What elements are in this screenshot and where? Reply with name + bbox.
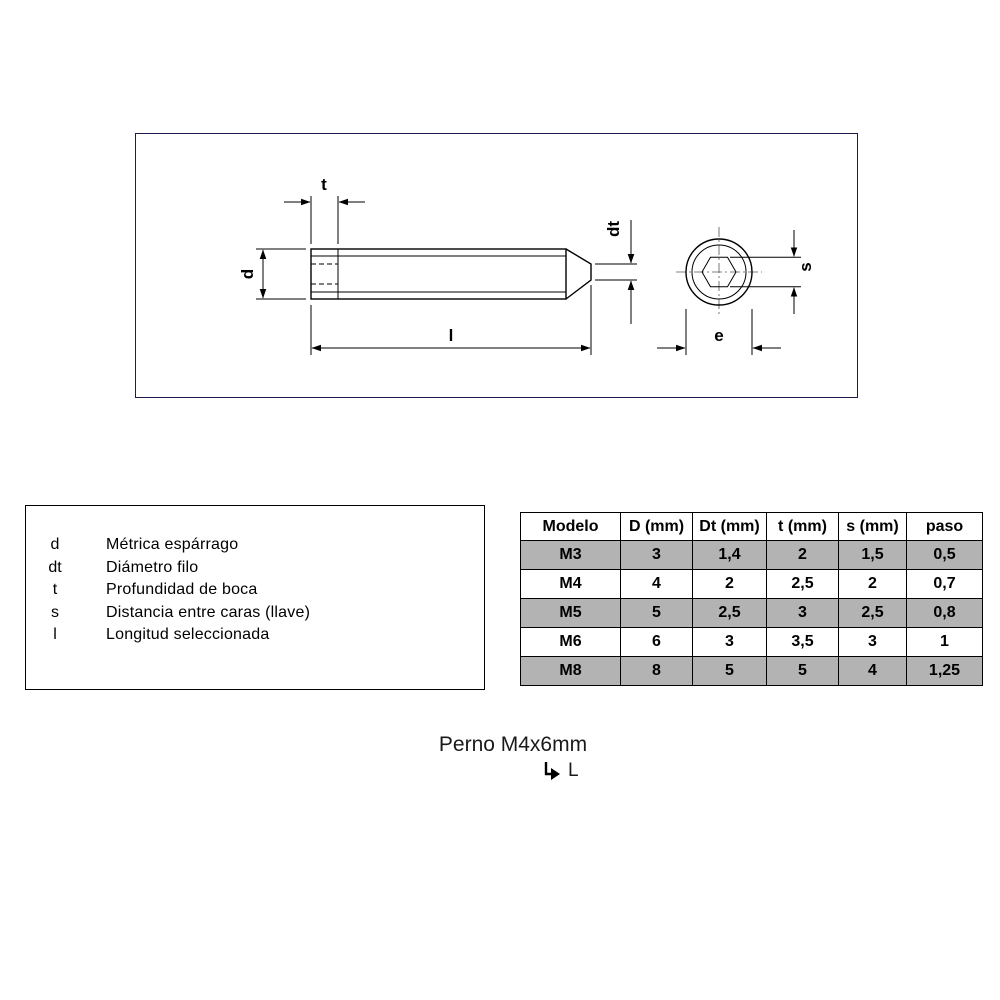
legend-symbol: l: [53, 626, 57, 643]
dimension-d: [256, 248, 306, 300]
cell-modelo: M6: [520, 627, 621, 657]
cell-dt: 5: [692, 656, 767, 686]
dim-label-s: s: [796, 262, 815, 271]
legend-item-l: l Longitud seleccionada: [26, 626, 484, 644]
cell-paso: 0,5: [906, 540, 983, 570]
cell-paso: 0,7: [906, 569, 983, 599]
cell-d: 5: [620, 598, 693, 628]
col-header-s: s (mm): [838, 512, 907, 541]
cell-s: 4: [838, 656, 907, 686]
dimension-l: [310, 285, 592, 355]
legend-item-s: s Distancia entre caras (llave): [26, 604, 484, 622]
dimension-s: [730, 230, 801, 314]
dimension-e: [657, 309, 781, 355]
legend-description: Diámetro filo: [106, 558, 199, 576]
product-title: Perno M4x6mm: [438, 733, 588, 756]
dim-label-dt: dt: [604, 221, 623, 237]
cell-modelo: M8: [520, 656, 621, 686]
length-note-label: L: [568, 760, 579, 781]
dimension-dt: [595, 220, 637, 324]
outer-circle: [685, 238, 753, 306]
cell-paso: 0,8: [906, 598, 983, 628]
length-note: L: [541, 760, 579, 782]
legend-description: Profundidad de boca: [106, 581, 258, 598]
legend-symbol: s: [51, 603, 59, 621]
setscrew-end-view: [676, 227, 762, 317]
table-header-row: Modelo D (mm) Dt (mm) t (mm) s (mm) paso: [520, 512, 983, 541]
cell-s: 2: [838, 569, 907, 599]
legend-list: d Métrica espárrago dt Diámetro filo t P…: [26, 506, 484, 644]
legend-item-t: t Profundidad de boca: [26, 581, 484, 599]
table-row-m4: M4 4 2 2,5 2 0,7: [520, 569, 983, 599]
cell-d: 8: [620, 656, 693, 686]
centerlines: [676, 227, 762, 317]
setscrew-technical-drawing: t d dt l: [238, 175, 815, 355]
col-header-d: D (mm): [620, 512, 693, 541]
cell-t: 3,5: [766, 627, 839, 657]
legend-description: Métrica espárrago: [106, 536, 239, 553]
dim-label-e: e: [714, 326, 723, 345]
dim-label-t: t: [321, 175, 327, 194]
screw-tip: [565, 248, 592, 300]
table-row-m8: M8 8 5 5 4 1,25: [520, 656, 983, 686]
cell-modelo: M5: [520, 598, 621, 628]
cell-s: 1,5: [838, 540, 907, 570]
legend-symbol: t: [52, 581, 58, 598]
cell-dt: 2,5: [692, 598, 767, 628]
legend-symbol: d: [50, 536, 60, 553]
legend-item-d: d Métrica espárrago: [26, 536, 484, 554]
legend-description: Longitud seleccionada: [106, 626, 270, 643]
dim-label-l: l: [449, 326, 454, 345]
cell-modelo: M4: [520, 569, 621, 599]
inner-circle: [691, 244, 747, 300]
dimension-t: [284, 196, 365, 244]
col-header-modelo: Modelo: [520, 512, 621, 541]
cell-dt: 2: [692, 569, 767, 599]
cell-s: 3: [838, 627, 907, 657]
cell-t: 5: [766, 656, 839, 686]
table-row-m3: M3 3 1,4 2 1,5 0,5: [520, 540, 983, 570]
cell-d: 4: [620, 569, 693, 599]
setscrew-side-view: [310, 248, 592, 300]
table-row-m5: M5 5 2,5 3 2,5 0,8: [520, 598, 983, 628]
cell-dt: 3: [692, 627, 767, 657]
cell-dt: 1,4: [692, 540, 767, 570]
cell-d: 6: [620, 627, 693, 657]
col-header-paso: paso: [906, 512, 983, 541]
cell-d: 3: [620, 540, 693, 570]
thread-lines: [311, 255, 566, 293]
cell-t: 2,5: [766, 569, 839, 599]
cell-modelo: M3: [520, 540, 621, 570]
col-header-t: t (mm): [766, 512, 839, 541]
table-row-m6: M6 6 3 3,5 3 1: [520, 627, 983, 657]
legend-description: Distancia entre caras (llave): [106, 603, 311, 621]
cell-paso: 1: [906, 627, 983, 657]
cell-t: 3: [766, 598, 839, 628]
col-header-dt: Dt (mm): [692, 512, 767, 541]
corner-arrow-icon: [544, 762, 560, 780]
drawing-frame: t d dt l: [135, 133, 858, 398]
cell-s: 2,5: [838, 598, 907, 628]
legend-symbol: dt: [48, 558, 62, 576]
screw-body: [310, 248, 567, 300]
legend-box: d Métrica espárrago dt Diámetro filo t P…: [25, 505, 485, 690]
cell-paso: 1,25: [906, 656, 983, 686]
legend-item-dt: dt Diámetro filo: [26, 559, 484, 577]
spec-table: Modelo D (mm) Dt (mm) t (mm) s (mm) paso…: [520, 512, 983, 686]
cell-t: 2: [766, 540, 839, 570]
dim-label-d: d: [238, 269, 257, 279]
hex-socket: [701, 256, 737, 288]
hidden-socket-lines: [311, 263, 338, 285]
